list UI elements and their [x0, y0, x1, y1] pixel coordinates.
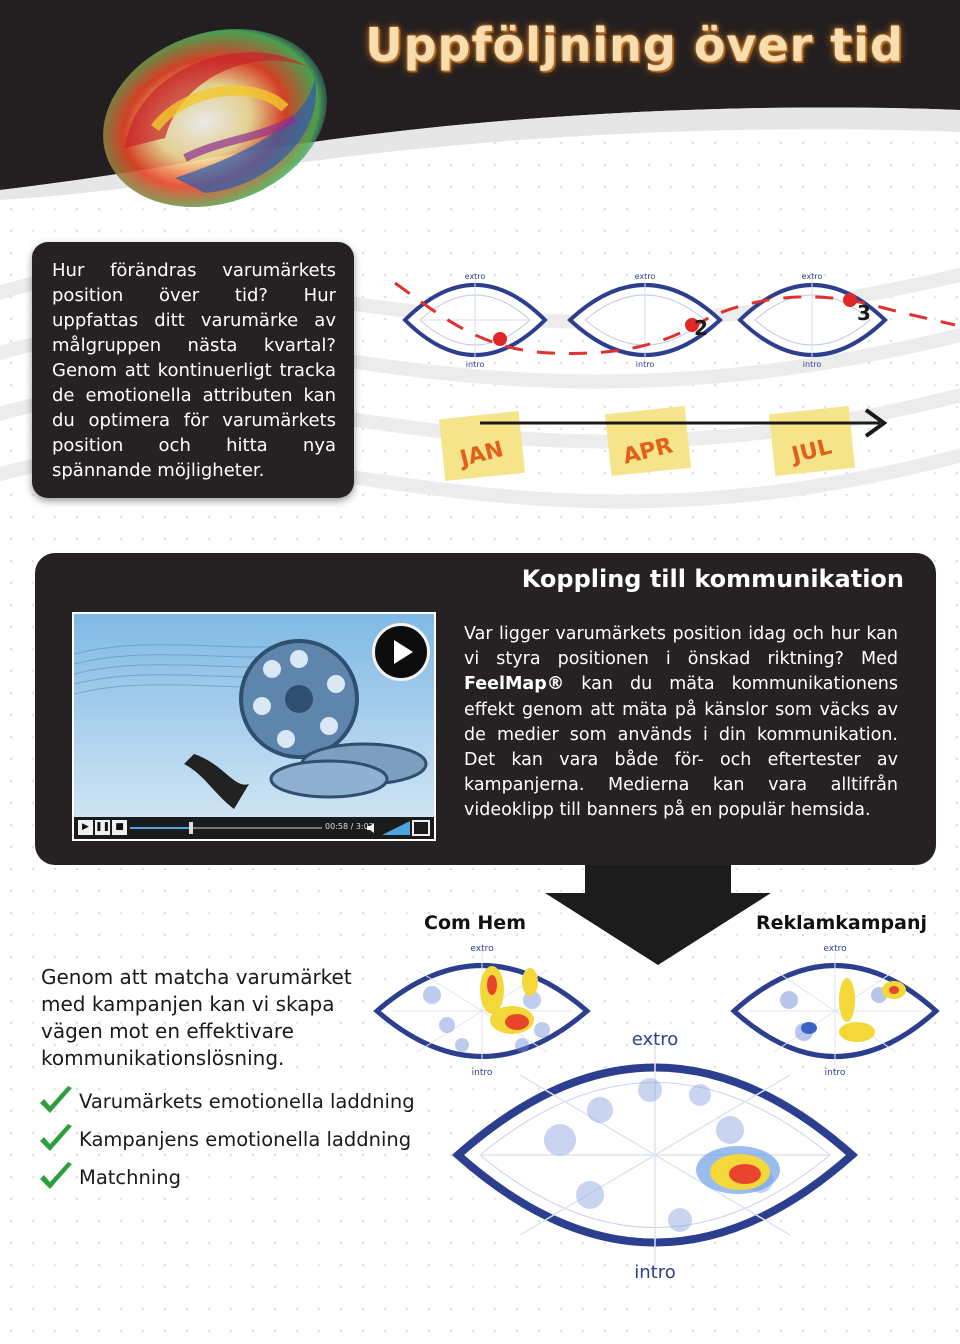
feelmap-logo	[103, 28, 327, 208]
position-dot-2	[685, 318, 699, 332]
communication-text-intro: Var ligger varumärkets position idag och…	[464, 624, 898, 670]
intro-text: Hur förändras varumärkets position över …	[52, 260, 336, 481]
map-label-extro: extro	[802, 272, 823, 281]
brand-heatmap: extro intro	[373, 944, 591, 1078]
map-label-extro: extro	[635, 272, 656, 281]
campaign-label: Reklamkampanj	[756, 912, 927, 934]
timeline-map-1: extro intro	[402, 272, 548, 369]
map-label-extro: extro	[632, 1029, 679, 1050]
communication-panel: Koppling till kommunikation Var ligger v…	[35, 553, 936, 865]
summary-text: Genom att matcha varumärket med kampanje…	[41, 965, 352, 1070]
checklist: Varumärkets emotionella laddning Kampanj…	[38, 1082, 415, 1196]
map-label-intro: intro	[634, 1262, 675, 1283]
trajectory-line	[394, 281, 956, 355]
comhem-label: Com Hem	[424, 912, 526, 934]
note-jul: JUL	[768, 405, 856, 477]
match-heatmap: extro intro	[451, 1029, 859, 1283]
checklist-label: Matchning	[79, 1165, 182, 1189]
seek-progress	[130, 827, 192, 829]
map-label-extro: extro	[465, 272, 486, 281]
map-label-intro: intro	[825, 1068, 846, 1078]
arrow-down-icon	[545, 865, 771, 965]
play-button[interactable]: ▶	[78, 820, 93, 835]
position-dot-1	[493, 332, 507, 346]
checklist-label: Kampanjens emotionella laddning	[79, 1127, 412, 1151]
timeline-graphic: extro intro extro intro extro intro 2 3 …	[394, 272, 956, 482]
marker-2: 2	[694, 316, 708, 340]
check-icon	[40, 1086, 72, 1113]
communication-text: Var ligger varumärkets position idag och…	[464, 622, 898, 824]
intro-panel: Hur förändras varumärkets position över …	[32, 242, 354, 498]
map-label-intro: intro	[466, 360, 485, 369]
checklist-item: Matchning	[38, 1158, 415, 1196]
pause-button[interactable]: ❚❚	[95, 820, 110, 835]
play-overlay-button[interactable]	[372, 623, 430, 681]
brand-name: FeelMap®	[464, 674, 565, 695]
seek-bar[interactable]	[130, 822, 322, 834]
marker-3: 3	[857, 301, 871, 325]
video-controls: ▶ ❚❚ ■ 00:58 / 3:02	[74, 817, 434, 839]
volume-icon[interactable]	[366, 822, 380, 834]
fullscreen-icon[interactable]	[412, 820, 430, 836]
check-icon	[40, 1124, 72, 1151]
map-label-intro: intro	[472, 1068, 493, 1078]
position-dot-3	[843, 293, 857, 307]
map-label-extro: extro	[823, 944, 847, 954]
note-jan: JAN	[438, 410, 526, 482]
note-apr: APR	[604, 405, 692, 477]
page-title: Uppföljning över tid	[365, 18, 904, 72]
map-label-intro: intro	[803, 360, 822, 369]
video-player[interactable]: ▶ ❚❚ ■ 00:58 / 3:02	[72, 612, 436, 841]
arrow-right-icon	[864, 408, 888, 438]
campaign-heatmap: extro intro	[730, 944, 940, 1078]
volume-slider[interactable]	[382, 821, 410, 835]
check-icon	[40, 1162, 72, 1189]
stop-button[interactable]: ■	[112, 820, 127, 835]
checklist-item: Varumärkets emotionella laddning	[38, 1082, 415, 1120]
communication-text-body: kan du mäta kommunikationens effekt geno…	[464, 674, 898, 821]
map-label-intro: intro	[636, 360, 655, 369]
video-time: 00:58 / 3:02	[325, 822, 374, 831]
checklist-item: Kampanjens emotionella laddning	[38, 1120, 415, 1158]
communication-title: Koppling till kommunikation	[521, 565, 904, 593]
map-label-extro: extro	[470, 944, 494, 954]
play-icon	[394, 640, 413, 664]
seek-handle[interactable]	[189, 822, 194, 834]
checklist-label: Varumärkets emotionella laddning	[79, 1089, 415, 1113]
